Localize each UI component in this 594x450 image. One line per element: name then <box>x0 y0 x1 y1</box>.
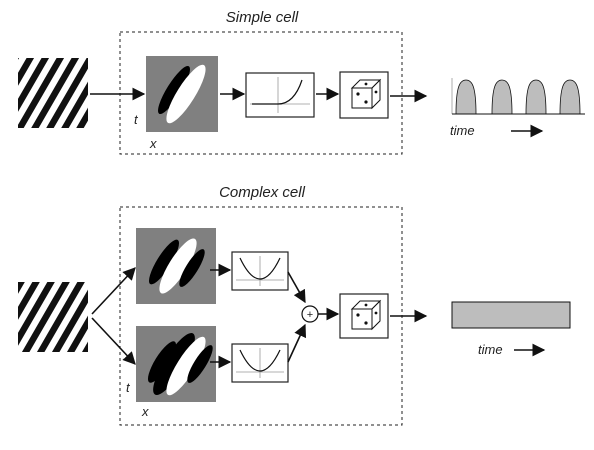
simple-time-label: time <box>450 123 475 138</box>
simple-nonlinearity-icon <box>245 72 315 118</box>
simple-axis-t: t <box>134 112 139 127</box>
complex-sum-arrow-top <box>287 271 306 304</box>
complex-axis-t: t <box>126 380 131 395</box>
complex-grating-stimulus-icon <box>18 282 88 352</box>
complex-squaring-top-icon <box>231 251 289 291</box>
complex-time-label: time <box>478 342 503 357</box>
simple-cell-frame <box>119 31 403 155</box>
simple-response-plot <box>451 78 585 115</box>
sum-node-icon: + <box>301 305 319 323</box>
simple-grating-stimulus-icon <box>18 58 88 128</box>
simple-axis-x: x <box>149 136 157 151</box>
complex-receptive-field-odd-icon <box>136 326 216 402</box>
complex-branch-arrow-bottom <box>91 317 136 365</box>
complex-sum-arrow-bottom <box>287 323 307 363</box>
complex-response-plot <box>451 301 571 329</box>
simple-dice-icon <box>339 71 389 119</box>
complex-squaring-bottom-icon <box>231 343 289 383</box>
complex-axis-x: x <box>141 404 149 419</box>
sum-symbol: + <box>307 309 313 321</box>
complex-cell-title: Complex cell <box>219 184 306 201</box>
complex-dice-icon <box>339 293 389 339</box>
complex-branch-arrow-top <box>91 267 136 315</box>
simple-cell-title: Simple cell <box>226 9 299 26</box>
simple-receptive-field-icon <box>146 56 218 132</box>
complex-receptive-field-even-icon <box>136 228 216 304</box>
